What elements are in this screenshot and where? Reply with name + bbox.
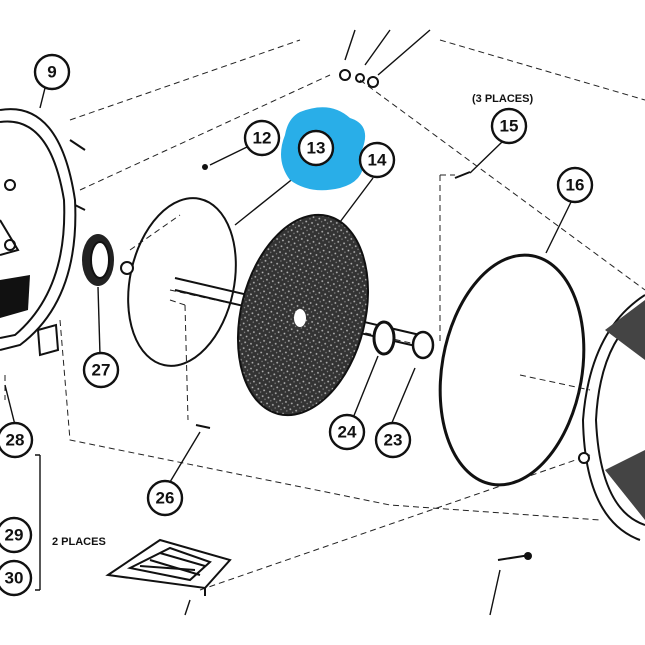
svg-text:16: 16: [566, 176, 585, 195]
callout-15: 15: [490, 107, 528, 145]
svg-text:13: 13: [307, 139, 326, 158]
callout-13: 13: [297, 129, 335, 167]
callout-16: 16: [556, 166, 594, 204]
callout-29: 29: [0, 516, 33, 554]
filter-disc-part-14: [236, 213, 370, 417]
gasket-part-13: [120, 197, 237, 367]
svg-text:15: 15: [500, 117, 519, 136]
svg-text:24: 24: [338, 423, 357, 442]
svg-text:28: 28: [6, 431, 25, 450]
callout-12: 12: [243, 119, 281, 157]
callout-9: 9: [33, 53, 71, 91]
small-hardware: [195, 69, 532, 561]
callout-14: 14: [358, 141, 396, 179]
note-two-places: 2 PLACES: [52, 536, 106, 548]
callout-23: 23: [374, 421, 412, 459]
note-three-places: (3 PLACES): [472, 93, 533, 105]
callout-26: 26: [146, 479, 184, 517]
callout-24: 24: [328, 413, 366, 451]
callout-30: 30: [0, 559, 33, 597]
svg-text:14: 14: [368, 151, 387, 170]
grille-plate: [105, 538, 232, 596]
svg-text:30: 30: [5, 569, 24, 588]
housing-part-9: [0, 108, 86, 357]
callout-27: 27: [82, 351, 120, 389]
bearing-part-27: [82, 234, 114, 286]
o-ring-part-16: [438, 253, 586, 487]
svg-text:27: 27: [92, 361, 111, 380]
svg-text:26: 26: [156, 489, 175, 508]
cover-right: [578, 294, 645, 541]
svg-text:23: 23: [384, 431, 403, 450]
svg-text:29: 29: [5, 526, 24, 545]
washer-part-24: [372, 320, 396, 356]
nut-part-23: [411, 330, 435, 360]
leader-lines: [4, 29, 573, 616]
callout-28: 28: [0, 421, 34, 459]
svg-text:9: 9: [47, 63, 56, 82]
svg-text:12: 12: [253, 129, 272, 148]
